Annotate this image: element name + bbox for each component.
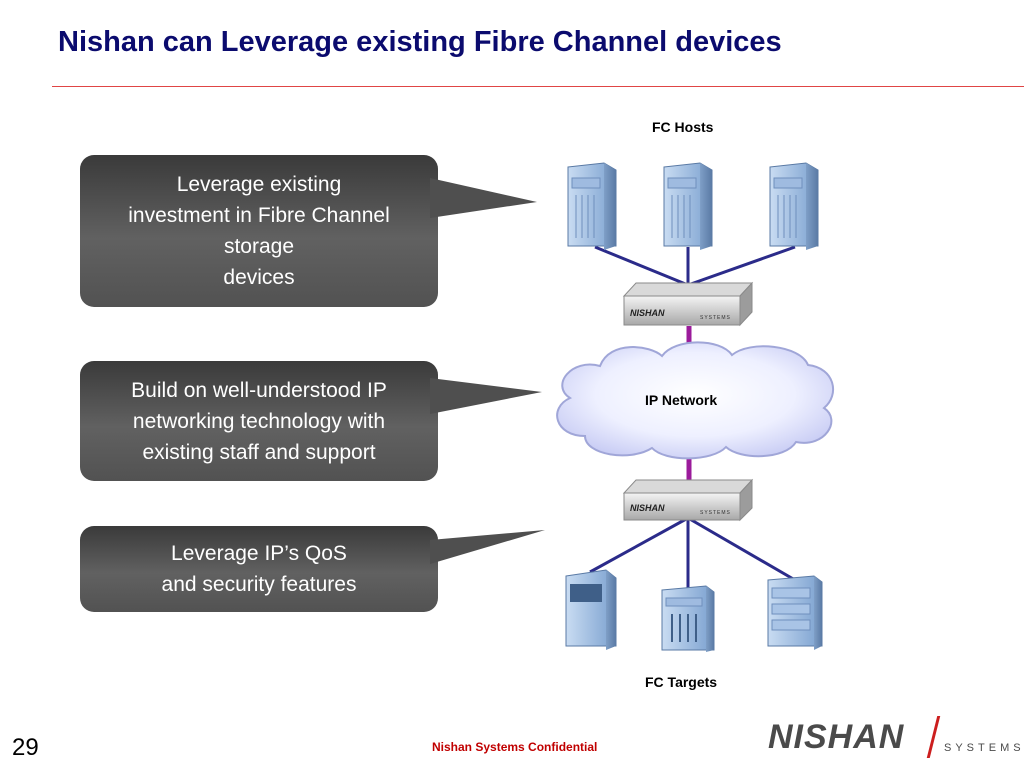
switch-bottom-label: NISHAN (630, 503, 665, 513)
fc-host-1-icon (567, 162, 617, 250)
switch-top-sub: SYSTEMS (700, 315, 731, 321)
ip-network-label: IP Network (645, 392, 718, 408)
switch-bottom-sub: SYSTEMS (700, 510, 731, 516)
callout-3-pointer (430, 530, 545, 564)
callout-2-pointer (430, 378, 542, 414)
callout-qos-security-text: Leverage IP’s QoS and security features (161, 542, 357, 596)
nishan-logo: NISHAN SYSTEMS (768, 714, 1021, 762)
switch-top-label: NISHAN (630, 308, 665, 318)
fc-targets-label: FC Targets (645, 674, 718, 690)
nishan-switch-bottom-icon: NISHAN SYSTEMS (622, 478, 754, 522)
host-links (594, 245, 796, 287)
callout-1-pointer (430, 178, 537, 218)
confidential-note: Nishan Systems Confidential (432, 740, 598, 754)
callout-ip-networking-text: Build on well-understood IP networking t… (131, 378, 387, 464)
ip-network-cloud-icon (556, 341, 834, 460)
callout-fc-investment: Leverage existing investment in Fibre Ch… (80, 155, 438, 307)
fc-host-2-icon (663, 162, 713, 250)
title-divider (52, 86, 1024, 87)
nishan-switch-top-icon: NISHAN SYSTEMS (622, 281, 754, 327)
logo-word: NISHAN (768, 718, 905, 756)
slide-title: Nishan can Leverage existing Fibre Chann… (58, 26, 782, 58)
fc-target-storage-icon (661, 585, 715, 652)
callout-fc-investment-text: Leverage existing investment in Fibre Ch… (128, 173, 390, 289)
fc-host-3-icon (769, 162, 819, 250)
callout-qos-security: Leverage IP’s QoS and security features (80, 526, 438, 612)
callout-ip-networking: Build on well-understood IP networking t… (80, 361, 438, 481)
page-number: 29 (12, 734, 39, 761)
logo-sub: SYSTEMS (944, 742, 1024, 754)
fc-target-jbod-icon (767, 575, 823, 650)
target-links (589, 516, 796, 590)
logo-slash (926, 716, 941, 758)
fc-hosts-label: FC Hosts (652, 119, 714, 135)
fc-target-disk-array-icon (565, 569, 617, 650)
